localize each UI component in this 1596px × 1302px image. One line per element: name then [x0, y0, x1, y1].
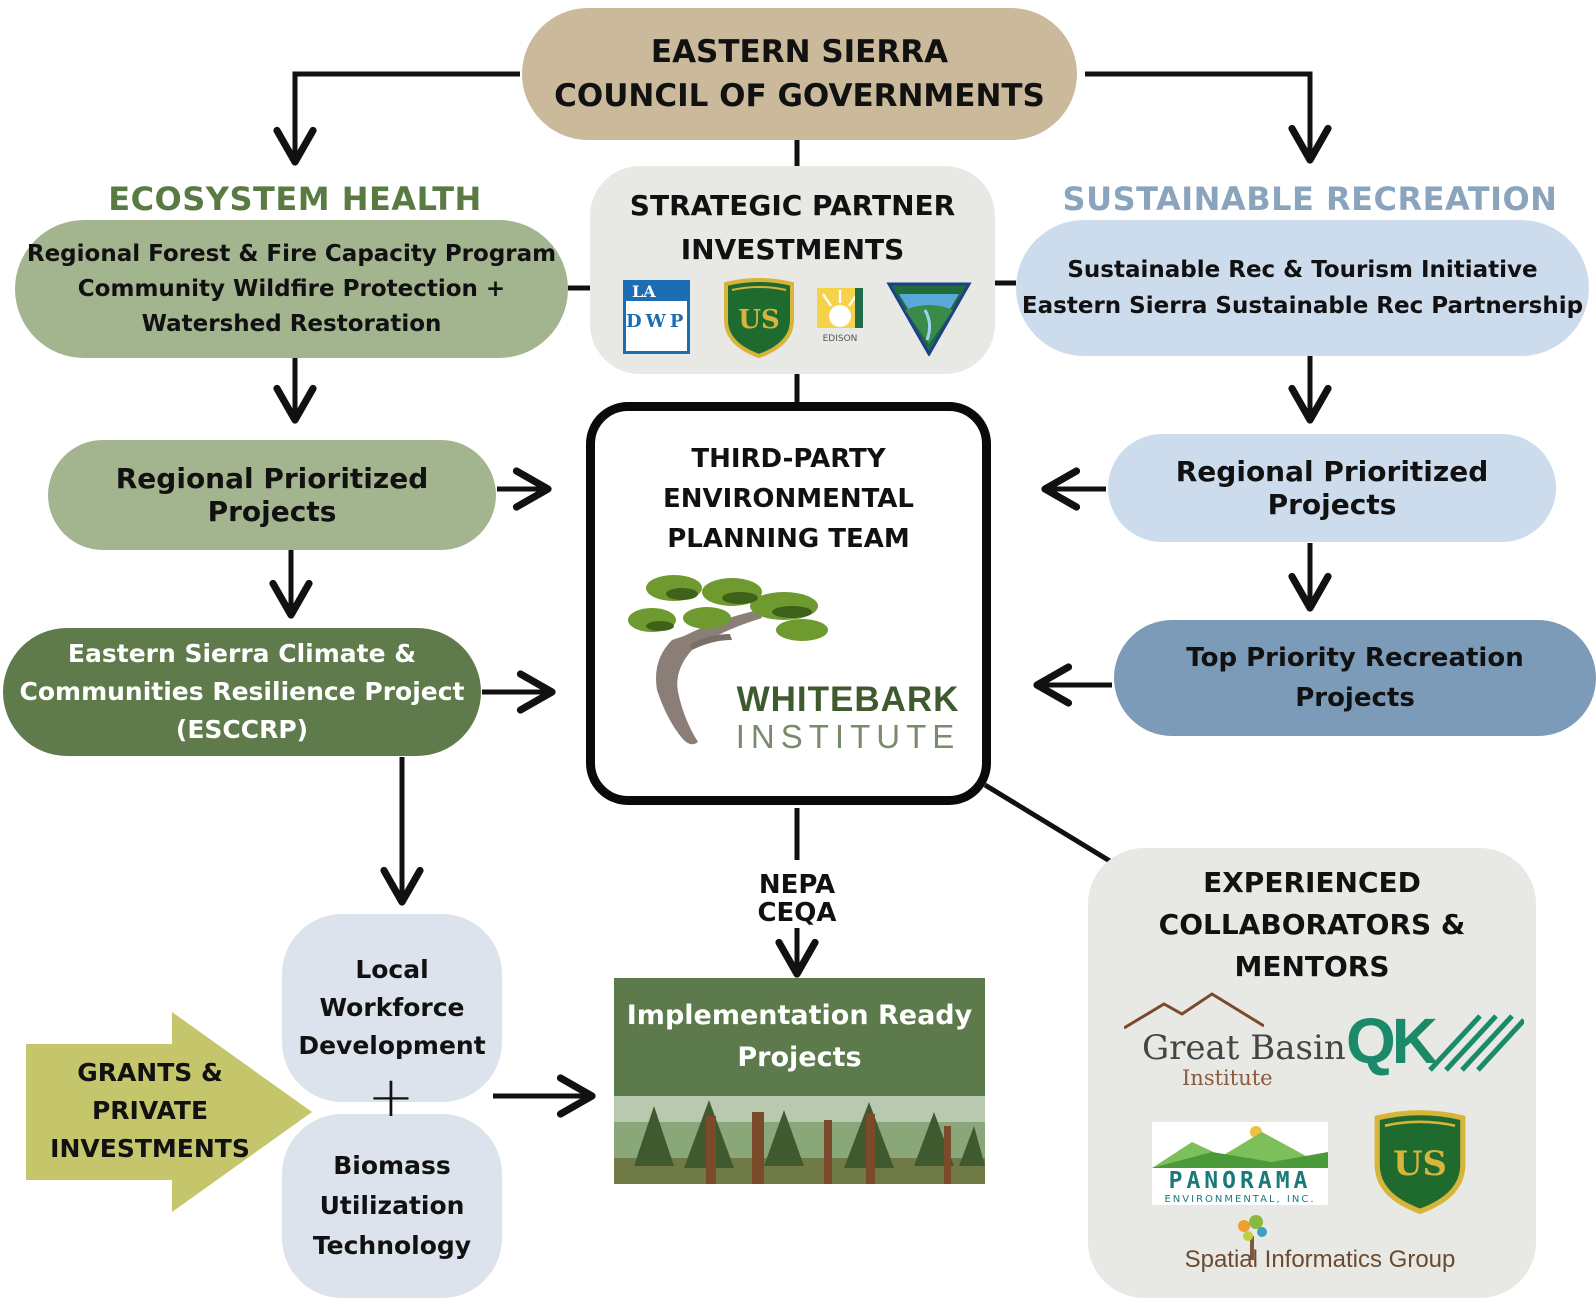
- rec-initiative-line1: Sustainable Rec & Tourism Initiative: [1067, 257, 1538, 283]
- whitebark-institute: INSTITUTE: [735, 718, 961, 755]
- grants-arrow-shape: [26, 1012, 312, 1212]
- arrow-council-to-recreation: [1085, 71, 1332, 164]
- usfs-shield-icon: US: [724, 278, 794, 358]
- grants-line2: PRIVATE: [91, 1096, 209, 1125]
- grants-line3: INVESTMENTS: [50, 1134, 250, 1163]
- rec-prioritized-label: Regional Prioritized Projects: [1175, 455, 1489, 521]
- planning-title1: THIRD-PARTY: [691, 444, 886, 474]
- impl-line1: Implementation Ready: [626, 1000, 973, 1031]
- nepa-text: NEPA: [758, 870, 836, 900]
- nepa-ceqa-label: NEPA CEQA: [742, 870, 852, 928]
- esccrp-line2: Communities Resilience Project: [19, 677, 465, 706]
- esccrp-line1: Eastern Sierra Climate &: [67, 639, 417, 668]
- collaborators-box: EXPERIENCED COLLABORATORS & MENTORS: [1088, 848, 1536, 1298]
- biomass-line3: Technology: [312, 1231, 472, 1260]
- ecosystem-program-box: Regional Forest & Fire Capacity Program …: [15, 220, 568, 358]
- implementation-box: Implementation Ready Projects: [614, 978, 985, 1096]
- eco-prioritized-label: Regional Prioritized Projects: [115, 462, 429, 528]
- panorama-subtext: ENVIRONMENTAL, INC.: [1152, 1194, 1328, 1205]
- great-basin-text: Great Basin: [1142, 1028, 1346, 1068]
- arrow-council-to-ecosystem: [273, 71, 520, 166]
- biomass-box: Biomass Utilization Technology: [282, 1114, 502, 1298]
- forest-photo: [614, 1096, 985, 1184]
- recreation-initiative-box: Sustainable Rec & Tourism Initiative Eas…: [1016, 220, 1589, 356]
- edison-logo: EDISON: [815, 286, 865, 356]
- ladwp-logo: LA DWP: [623, 280, 690, 354]
- whitebark-name: WHITEBARK: [736, 680, 960, 719]
- council-line2: COUNCIL OF GOVERNMENTS: [554, 78, 1045, 114]
- rec-top-line1: Top Priority Recreation: [1186, 643, 1524, 673]
- ladwp-bottom-text: DWP: [626, 311, 688, 332]
- plus-sign: +: [367, 1065, 415, 1130]
- partners-title1: STRATEGIC PARTNER: [629, 189, 956, 222]
- qk-stripes-icon: [1428, 1014, 1524, 1072]
- rec-top-priority-box: Top Priority Recreation Projects: [1114, 620, 1596, 736]
- ceqa-text: CEQA: [757, 898, 837, 928]
- workforce-line1: Local: [355, 955, 429, 984]
- svg-text:US: US: [1393, 1143, 1447, 1183]
- rec-initiative-line2: Eastern Sierra Sustainable Rec Partnersh…: [1021, 293, 1584, 319]
- ecosystem-heading: ECOSYSTEM HEALTH: [108, 180, 482, 218]
- partners-title2: INVESTMENTS: [680, 233, 905, 266]
- eco-program-line2: Community Wildfire Protection +: [77, 275, 506, 302]
- sig-text: Spatial Informatics Group: [1184, 1246, 1456, 1273]
- workforce-box: Local Workforce Development: [282, 914, 502, 1102]
- edison-sun-icon: [817, 288, 863, 328]
- line-planning-collaborators: [983, 782, 1120, 869]
- esccrp-line3: (ESCCRP): [175, 715, 309, 744]
- whitebark-tree-logo: [628, 575, 828, 745]
- council-box: EASTERN SIERRA COUNCIL OF GOVERNMENTS: [522, 8, 1077, 140]
- grants-line1: GRANTS &: [77, 1058, 223, 1087]
- edison-text: EDISON: [822, 334, 858, 344]
- panorama-mountains-icon: [1152, 1122, 1328, 1170]
- recreation-heading: SUSTAINABLE RECREATION: [1062, 180, 1558, 218]
- usfs-collab-shield-icon: US: [1374, 1110, 1466, 1214]
- biomass-line1: Biomass: [333, 1151, 451, 1180]
- council-line1: EASTERN SIERRA: [650, 34, 949, 70]
- collab-title3: MENTORS: [1234, 950, 1390, 983]
- workforce-line2: Workforce: [319, 993, 465, 1022]
- ladwp-top-text: LA: [626, 283, 687, 301]
- rec-prioritized-box: Regional Prioritized Projects: [1108, 434, 1556, 542]
- blm-logo-icon: [886, 282, 972, 356]
- rec-top-line2: Projects: [1295, 683, 1415, 713]
- eco-prioritized-box: Regional Prioritized Projects: [48, 440, 496, 550]
- workforce-line3: Development: [298, 1031, 486, 1060]
- impl-line2: Projects: [737, 1042, 862, 1073]
- svg-text:US: US: [738, 305, 779, 335]
- qk-logo: QK: [1346, 1005, 1438, 1077]
- planning-title3: PLANNING TEAM: [667, 524, 910, 554]
- sig-tree-icon: [1238, 1215, 1267, 1260]
- planning-title2: ENVIRONMENTAL: [663, 484, 914, 514]
- panorama-text: PANORAMA: [1152, 1168, 1328, 1194]
- grants-label: GRANTS & PRIVATE INVESTMENTS: [50, 1050, 250, 1172]
- biomass-line2: Utilization: [319, 1191, 465, 1220]
- collab-title1: EXPERIENCED: [1203, 866, 1421, 899]
- great-basin-mountain-icon: [1124, 992, 1264, 1030]
- great-basin-institute: Institute: [1182, 1066, 1273, 1090]
- eco-program-line3: Watershed Restoration: [141, 310, 442, 337]
- collab-title2: COLLABORATORS &: [1158, 908, 1466, 941]
- esccrp-box: Eastern Sierra Climate & Communities Res…: [3, 628, 481, 756]
- eco-program-line1: Regional Forest & Fire Capacity Program: [26, 240, 557, 267]
